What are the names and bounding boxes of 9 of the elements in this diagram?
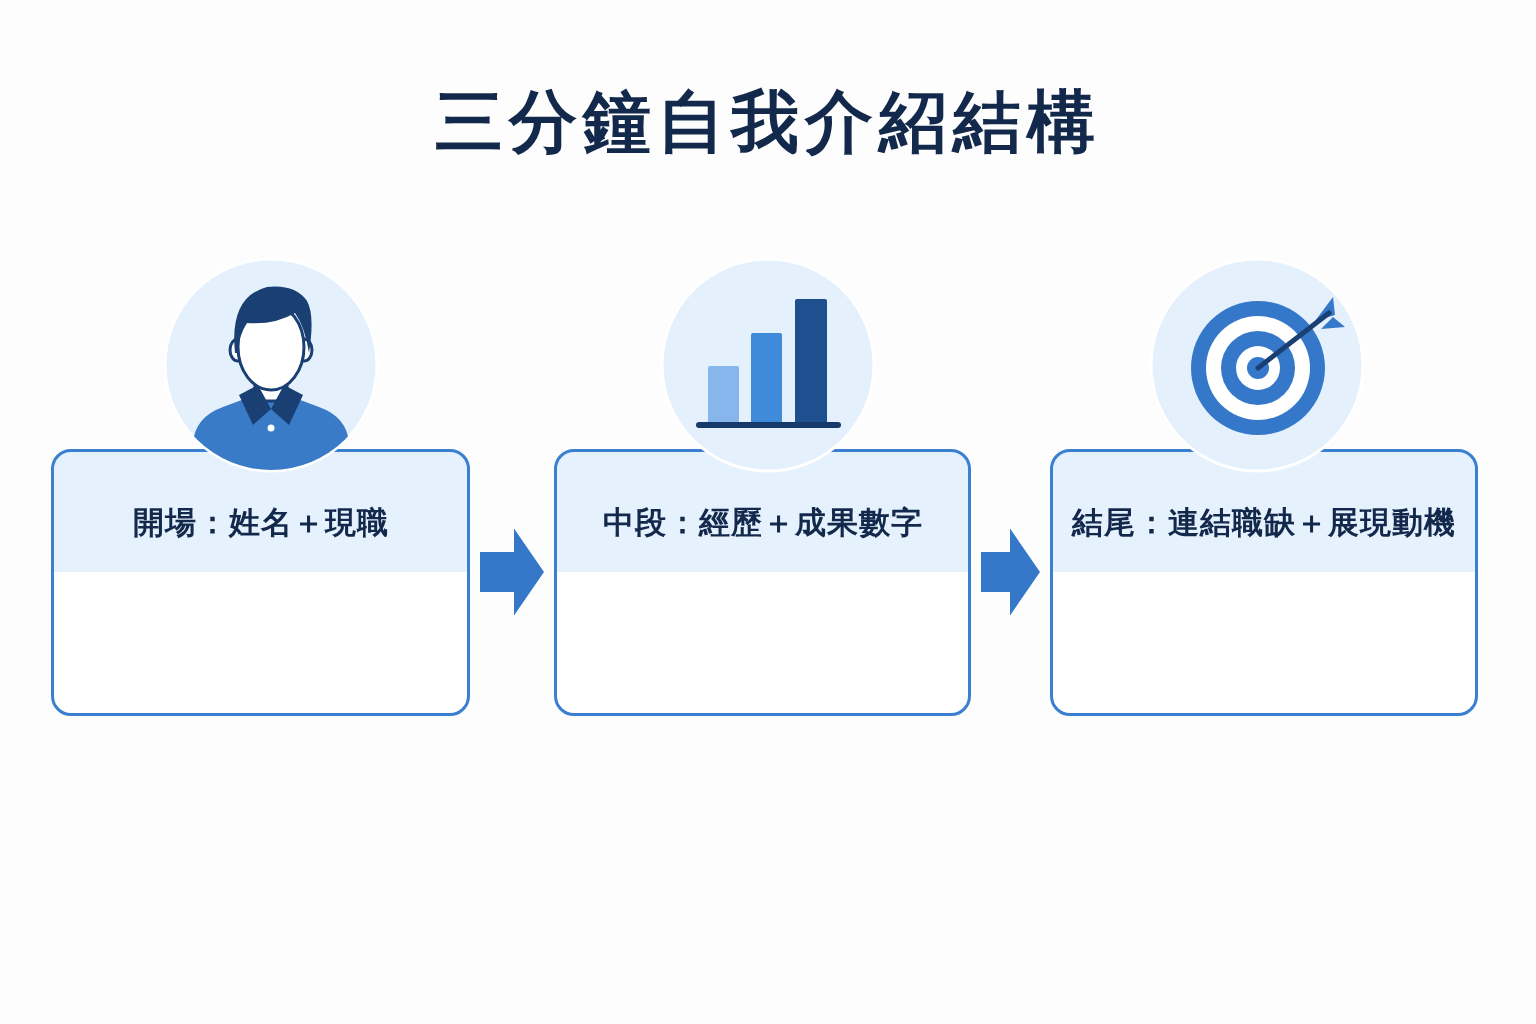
step-card bbox=[554, 449, 971, 716]
step-heading: 中段：經歷＋成果數字 bbox=[602, 503, 923, 542]
arrow bbox=[981, 528, 1040, 616]
step-heading: 開場：姓名＋現職 bbox=[132, 503, 389, 542]
diagram-title: 三分鐘自我介紹結構 bbox=[435, 81, 1101, 163]
arrow bbox=[480, 528, 544, 616]
step-card bbox=[51, 449, 470, 716]
step-heading: 結尾：連結職缺＋展現動機 bbox=[1072, 503, 1456, 542]
step-card bbox=[1050, 449, 1478, 716]
